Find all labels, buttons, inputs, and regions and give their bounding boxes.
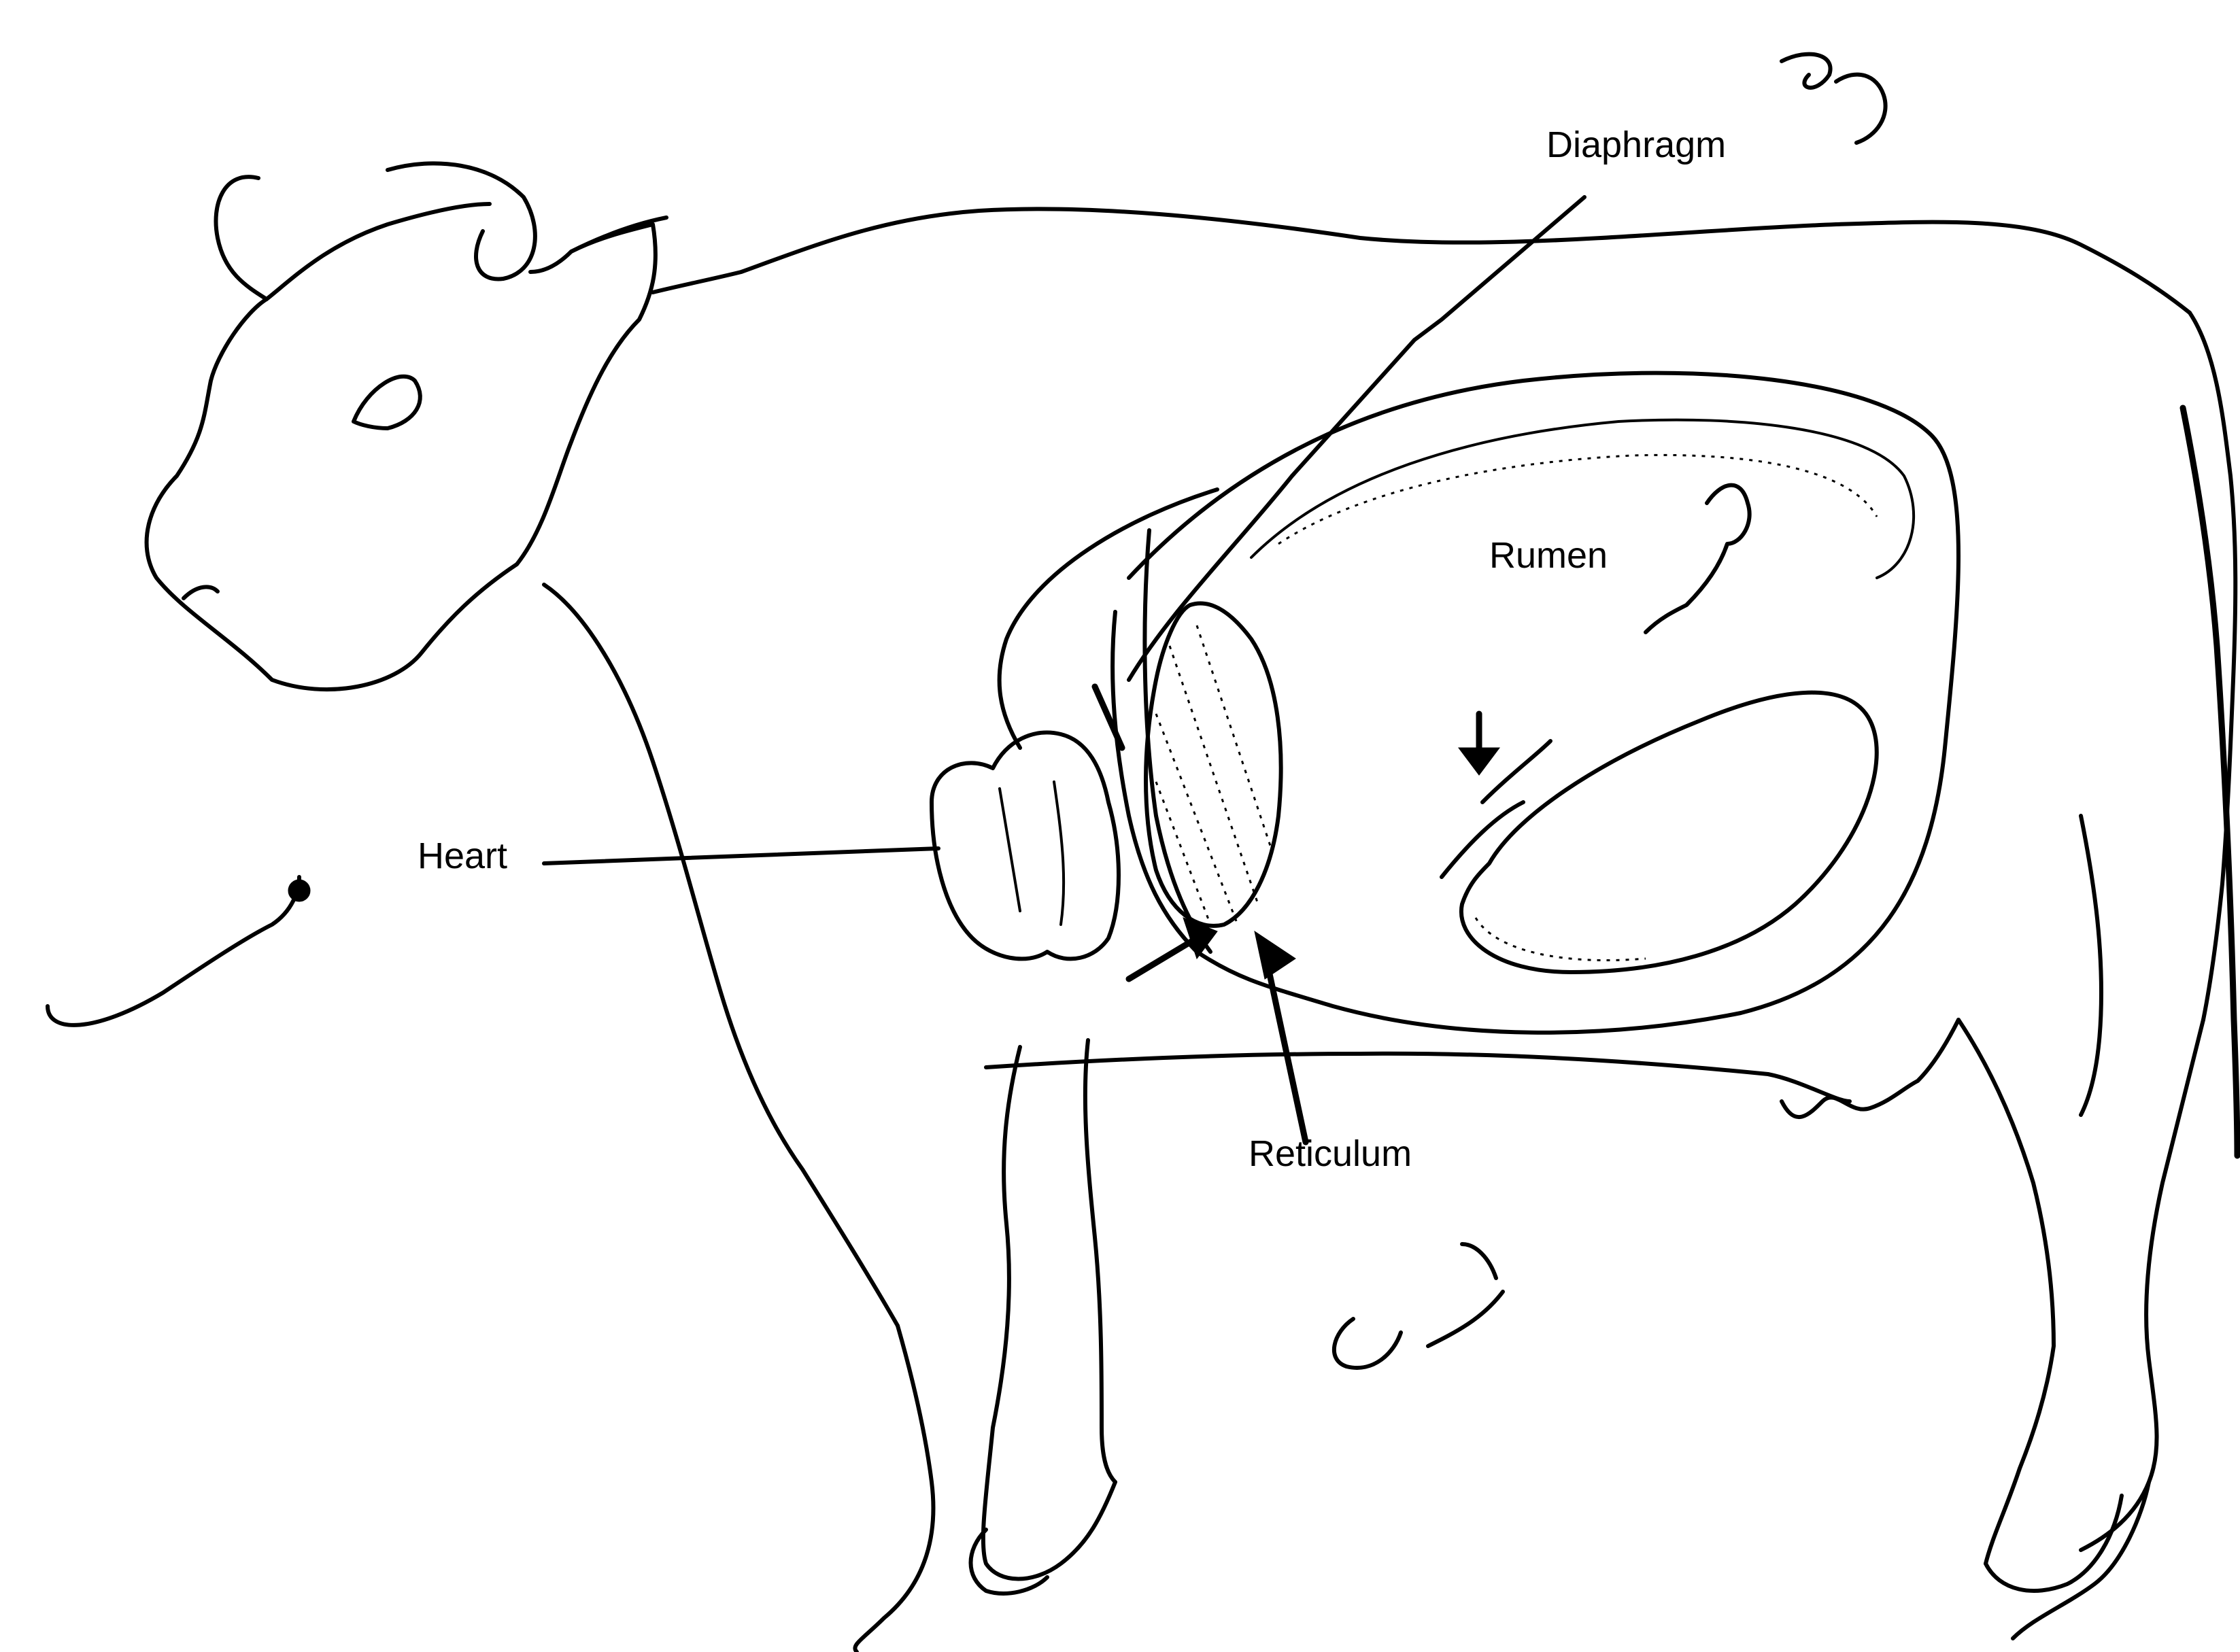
rumen-lower-lobe [1461,693,1877,972]
diaphragm-pointer [1129,197,1584,680]
hind-hoof-back [2013,1482,2149,1638]
diaphragm-curve-1 [1113,612,1197,952]
rumen-down-arrowhead [1459,748,1499,775]
front-leg-left [855,1326,933,1652]
handwriting-dot [288,880,310,901]
head-top [267,204,490,299]
eye [354,377,420,428]
rumen-fold-2 [1442,802,1523,877]
thoracic-wall [1000,489,1217,748]
back-line [653,209,2190,313]
belly-line [986,1054,1850,1101]
front-leg-right [1085,1040,1115,1482]
reticulum-label: Reticulum [1249,1135,1412,1172]
cow-outline [147,163,2237,1652]
rumen-label: Rumen [1489,537,1608,574]
hind-leg-back [2081,1020,2203,1550]
handwritten-annotations [48,54,1886,1368]
reticulum-pointer [1265,952,1306,1142]
diaphragm-label: Diaphragm [1546,126,1726,163]
nostril [184,587,218,598]
heart-pointer [544,848,938,863]
handwriting-top-right [1782,54,1886,143]
left-horn [216,177,267,299]
right-horn [388,163,535,279]
diaphragm-small-arrow [1095,687,1122,748]
udder [1782,1020,1958,1117]
handwriting-rumen [1646,485,1750,632]
handwriting-heart [48,877,299,1025]
esophagus-arrow [1129,938,1197,979]
handwriting-reticulum [1334,1244,1503,1368]
reticulum-outline [1146,603,1281,925]
front-leg-left-back [983,1047,1115,1579]
hind-leg-front [1958,1020,2054,1564]
hind-leg-inner [2081,816,2101,1115]
internal-organs [544,197,1958,1142]
heart-outline [932,732,1119,959]
heart-detail [1000,782,1064,925]
rumen-outer [1129,373,1958,1033]
reticulum-arrowhead [1255,931,1295,979]
neck-underside [544,585,898,1326]
rumen-lower-shading [1476,918,1646,961]
heart-label: Heart [418,838,507,874]
rumen-shading [1278,455,1877,544]
